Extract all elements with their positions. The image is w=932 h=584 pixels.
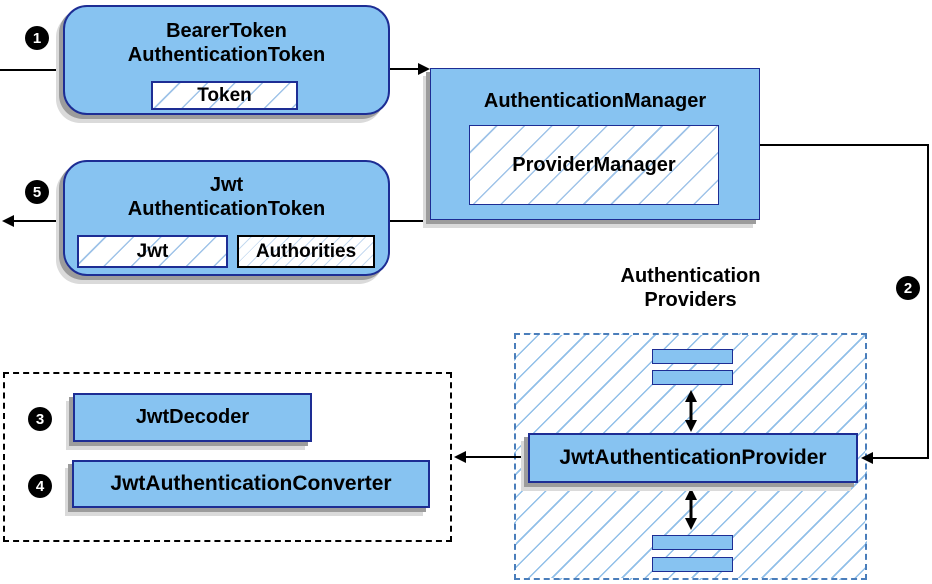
- token-label: Token: [197, 84, 252, 106]
- provider-slot-bar: [652, 349, 733, 364]
- jwt-decoder-box: JwtDecoder: [73, 393, 312, 442]
- provider-slot-bar: [652, 535, 733, 550]
- arrowhead-to-manager: [418, 63, 430, 75]
- providers-label-line1: Authentication: [620, 265, 761, 287]
- jwt-authentication-converter-label: JwtAuthenticationConverter: [110, 472, 392, 495]
- jwt-decoder-label: JwtDecoder: [135, 406, 250, 428]
- authorities-inner-box: Authorities: [237, 235, 375, 268]
- jwt-inner-box: Jwt: [77, 235, 228, 268]
- provider-slot-bar: [652, 557, 733, 572]
- jwt-authentication-token-box: Jwt AuthenticationToken Jwt Authorities: [63, 160, 390, 276]
- provider-manager-label: ProviderManager: [512, 153, 676, 176]
- step-1-badge: 1: [25, 26, 49, 50]
- jwt-label: Jwt: [136, 240, 169, 262]
- provider-manager-inner-box: ProviderManager: [469, 125, 719, 205]
- authorities-label: Authorities: [255, 240, 357, 262]
- authentication-providers-label: Authentication Providers: [514, 264, 867, 312]
- bearer-token-authentication-token-box: BearerToken AuthenticationToken Token: [63, 5, 390, 115]
- jwt-token-title-line1: Jwt: [209, 174, 244, 196]
- jwt-token-title-line2: AuthenticationToken: [127, 198, 326, 220]
- arrowhead-outgoing: [2, 215, 14, 227]
- providers-label-line2: Providers: [644, 289, 737, 311]
- authentication-manager-box: AuthenticationManager ProviderManager: [430, 68, 760, 220]
- bearer-token-title-line1: BearerToken: [166, 20, 287, 42]
- token-inner-box: Token: [151, 81, 298, 110]
- jwt-authentication-provider-label: JwtAuthenticationProvider: [559, 446, 827, 469]
- step-4-badge: 4: [28, 474, 52, 498]
- provider-slot-bar: [652, 370, 733, 385]
- arrowhead-to-decoder-box: [454, 451, 466, 463]
- step-2-badge: 2: [896, 276, 920, 300]
- step-5-badge: 5: [25, 180, 49, 204]
- jwt-authentication-provider-box: JwtAuthenticationProvider: [528, 433, 858, 483]
- bearer-token-title-line2: AuthenticationToken: [127, 44, 326, 66]
- authentication-manager-title: AuthenticationManager: [483, 90, 707, 112]
- step-3-badge: 3: [28, 407, 52, 431]
- jwt-authentication-converter-box: JwtAuthenticationConverter: [72, 460, 430, 508]
